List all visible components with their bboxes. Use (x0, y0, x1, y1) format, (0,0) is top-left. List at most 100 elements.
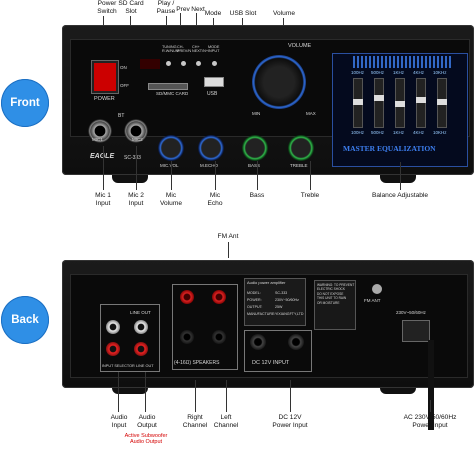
front-panel: ON OFF POWER SD/MMC CARD TUNING R.W/NUM … (62, 25, 474, 175)
label-treble: Treble (300, 192, 320, 199)
ch-next-text: CH+ NEXT/N+ (192, 45, 209, 53)
min-text: MIN (252, 111, 261, 116)
fm-ant-text: FM ANT (364, 298, 381, 303)
next-button[interactable] (196, 61, 201, 66)
label-balance-adjustable: Balance Adjustable (371, 192, 429, 199)
sd-card-slot[interactable] (148, 83, 188, 90)
power-text: POWER (94, 96, 115, 102)
mic1-text: MIC1 (92, 137, 103, 142)
speaker-left-positive[interactable] (212, 290, 226, 304)
eq-display: 100Hz 500Hz 1KHz 4KHz 10KHz 100Hz 500Hz … (332, 53, 468, 167)
speaker-left-negative[interactable] (212, 330, 226, 344)
spec-label: Audio power amplifier MODEL: SC-333 POWE… (244, 278, 306, 326)
eq-band-top-3: 1KHz (393, 70, 405, 75)
eq-band-top-4: 4KHz (413, 70, 425, 75)
speaker-right-negative[interactable] (180, 330, 194, 344)
label-mic-echo: Mic Echo (207, 192, 223, 207)
label-prev: Prev (176, 6, 190, 13)
bt-text: BT (118, 113, 125, 119)
model-text: SC-333 (124, 155, 141, 161)
eq-band-bot-4: 4KHz (413, 130, 425, 135)
label-left-channel: Left Channel (213, 414, 239, 429)
on-text: ON (120, 65, 127, 70)
rca-out-red[interactable] (134, 342, 148, 356)
eq-slider-4[interactable] (416, 78, 426, 128)
mode-button[interactable] (212, 61, 217, 66)
display-window (140, 59, 160, 69)
eq-band-bot-2: 500Hz (371, 130, 385, 135)
mic-echo-knob[interactable] (198, 135, 224, 161)
label-mic-volume: Mic Volume (160, 192, 182, 207)
spec-model-val: SC-333 (275, 291, 288, 295)
warning-label: WARNING: TO PREVENT ELECTRIC SHOCK DO NO… (314, 280, 356, 330)
ac-label-text: 230V~50/60Hz (396, 310, 426, 315)
spec-manufacture: MANUFACTURE: (247, 312, 276, 316)
spec-output-val: 25W (275, 305, 283, 309)
fm-ant-connector[interactable] (372, 284, 382, 294)
label-volume: Volume (273, 10, 295, 17)
eq-slider-5[interactable] (437, 78, 447, 128)
back-panel: LINE OUT INPUT SELECTOR LINE OUT (4-16Ω)… (62, 260, 474, 388)
mic-vol-text: MIC.VOL (160, 163, 179, 168)
label-bass: Bass (249, 192, 265, 199)
label-active-subwoofer: Active Subwoofer Audio Output (124, 433, 168, 446)
eq-slider-2[interactable] (374, 78, 384, 128)
eq-band-top-2: 500Hz (371, 70, 385, 75)
treble-knob[interactable] (288, 135, 314, 161)
eq-slider-1[interactable] (353, 78, 363, 128)
dc-positive-terminal[interactable] (250, 334, 266, 350)
volume-knob[interactable] (252, 55, 306, 109)
mode-input-text: MODE INPUT (208, 45, 220, 53)
usb-slot[interactable] (204, 77, 224, 87)
mic1-jack[interactable] (88, 119, 112, 143)
play-pause-button[interactable] (166, 61, 171, 66)
eq-band-top-1: 100Hz (351, 70, 365, 75)
treble-text: TREBLE (290, 163, 308, 168)
back-badge: Back (1, 296, 49, 344)
spec-power: POWER: (247, 298, 262, 302)
sd-mmc-text: SD/MMC CARD (156, 91, 189, 96)
label-usb-slot: USB Slot (229, 10, 257, 17)
line-out-top-text: LINE OUT (130, 310, 151, 315)
power-switch[interactable] (92, 61, 118, 93)
mic2-jack[interactable] (124, 119, 148, 143)
m-echo-text: M.ECHO (200, 163, 218, 168)
label-mic1-input: Mic 1 Input (95, 192, 111, 207)
mic-volume-knob[interactable] (158, 135, 184, 161)
rca-panel (100, 304, 160, 372)
label-dc12v-input: DC 12V Power Input (272, 414, 308, 429)
spec-manufacture-val: YIXIANGFTY,LTD (275, 312, 304, 316)
off-text: OFF (120, 83, 129, 88)
rca-in-red[interactable] (106, 342, 120, 356)
speakers-text: (4-16Ω) SPEAKERS (174, 360, 220, 366)
rca-out-white[interactable] (134, 320, 148, 334)
master-eq-text: MASTER EQUALIZATION (343, 144, 436, 153)
front-badge: Front (1, 79, 49, 127)
label-next: Next (191, 6, 205, 13)
ac-socket[interactable] (402, 320, 430, 342)
label-play-pause: Play / Pause (156, 0, 176, 15)
bass-knob[interactable] (242, 135, 268, 161)
dc-negative-terminal[interactable] (288, 334, 304, 350)
dc-panel (244, 330, 312, 372)
spec-output: OUTPUT: (247, 305, 263, 309)
label-sd-card-slot: SD Card Slot (118, 0, 144, 15)
eq-band-bot-5: 10KHz (433, 130, 447, 135)
label-right-channel: Right Channel (182, 414, 208, 429)
spectrum-bars (353, 56, 453, 68)
mic2-text: MIC2 (132, 137, 143, 142)
header-text: Audio power amplifier (247, 280, 286, 285)
bass-text: BASS (248, 163, 261, 168)
prev-button[interactable] (181, 61, 186, 66)
eq-slider-3[interactable] (395, 78, 405, 128)
label-audio-output: Audio Output (137, 414, 157, 429)
rca-in-white[interactable] (106, 320, 120, 334)
speaker-right-positive[interactable] (180, 290, 194, 304)
volume-text: VOLUME (288, 43, 312, 49)
eq-band-top-5: 10KHz (433, 70, 447, 75)
max-text: MAX (306, 111, 316, 116)
ch-prev-text: CH- PREV/N (177, 45, 192, 53)
brand-text: EAGLE (90, 153, 114, 160)
label-audio-input: Audio Input (110, 414, 128, 429)
speaker-panel (172, 284, 238, 370)
